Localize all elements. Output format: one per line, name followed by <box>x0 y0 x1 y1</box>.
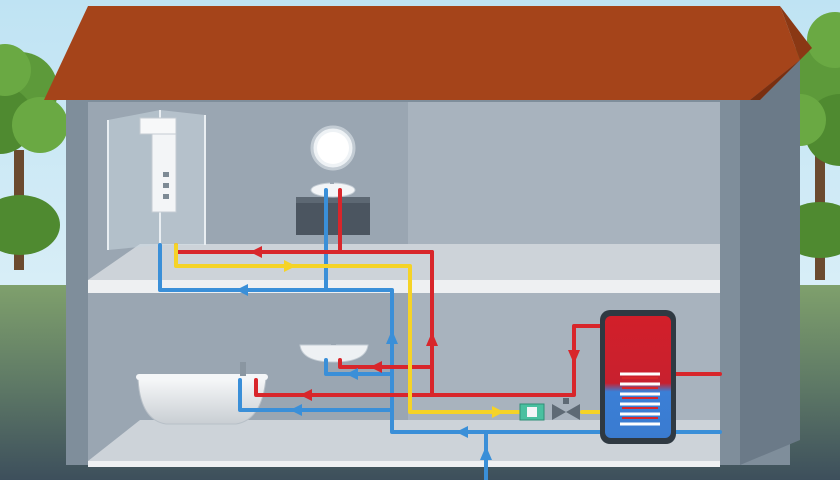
cold-water-main <box>158 243 488 480</box>
pipe-network <box>158 188 722 480</box>
upper-floor <box>88 244 720 280</box>
flow-arrows <box>236 246 580 460</box>
check-valve-icon <box>552 398 580 420</box>
washbasin-icon <box>299 334 369 363</box>
hot-water-tank-icon <box>600 310 676 444</box>
mirror-icon <box>310 125 356 171</box>
circulation-pump-icon <box>519 403 545 421</box>
roof <box>44 6 812 100</box>
bush <box>0 195 60 255</box>
washbasin-icon <box>296 176 370 235</box>
shower-icon <box>107 110 206 250</box>
circulation-line <box>174 243 522 414</box>
